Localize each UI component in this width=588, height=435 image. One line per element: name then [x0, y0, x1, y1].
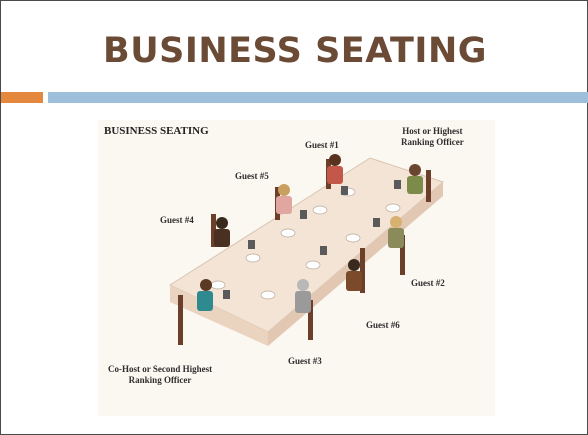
label-guest5: Guest #5	[235, 171, 269, 182]
label-guest4: Guest #4	[160, 215, 194, 226]
label-guest3: Guest #3	[288, 356, 322, 367]
label-guest6: Guest #6	[366, 320, 400, 331]
accent-bar-blue	[48, 92, 588, 103]
label-guest2: Guest #2	[411, 278, 445, 289]
label-host: Host or Highest Ranking Officer	[401, 126, 464, 148]
seating-illustration: BUSINESS SEATING Host or Highest Ranking…	[98, 120, 495, 416]
slide-title: BUSINESS SEATING	[1, 31, 588, 71]
label-guest1: Guest #1	[305, 140, 339, 151]
figure-title: BUSINESS SEATING	[104, 125, 209, 137]
label-cohost: Co-Host or Second Highest Ranking Office…	[108, 364, 212, 386]
accent-bar-orange	[1, 92, 43, 103]
